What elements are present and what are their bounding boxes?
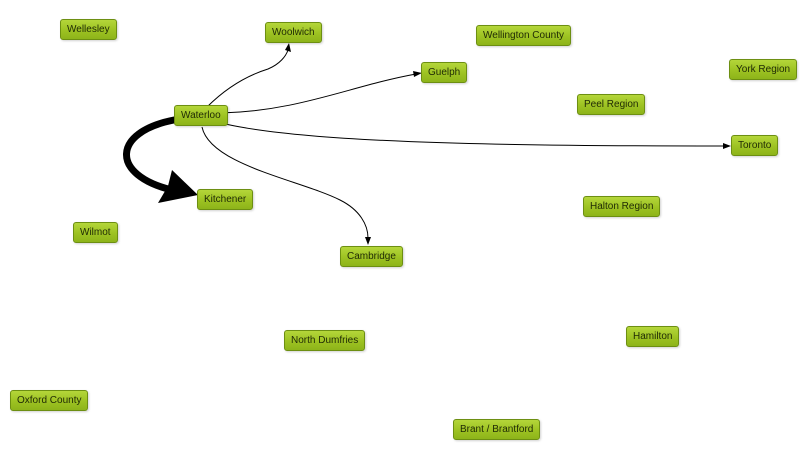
edge-waterloo-toronto [220,122,725,147]
node-oxford-county[interactable]: Oxford County [10,390,89,411]
edge-waterloo-guelph-arrowhead [413,71,422,77]
node-wellesley[interactable]: Wellesley [60,19,117,40]
node-guelph[interactable]: Guelph [421,62,468,83]
node-woolwich[interactable]: Woolwich [265,22,322,43]
node-brant-brantford[interactable]: Brant / Brantford [453,419,541,440]
node-cambridge[interactable]: Cambridge [340,246,403,267]
edge-waterloo-woolwich [206,49,289,108]
node-york-region[interactable]: York Region [729,59,798,80]
node-toronto[interactable]: Toronto [731,135,779,156]
node-hamilton[interactable]: Hamilton [626,326,680,347]
edge-waterloo-cambridge-arrowhead [365,237,371,245]
node-waterloo[interactable]: Waterloo [174,105,228,126]
edge-waterloo-cambridge [201,126,369,239]
edge-waterloo-guelph [220,73,417,114]
edge-waterloo-woolwich-arrowhead [285,43,291,52]
node-halton-region[interactable]: Halton Region [583,196,661,217]
edge-waterloo-kitchener [123,116,178,194]
node-kitchener[interactable]: Kitchener [197,189,254,210]
node-wellington-county[interactable]: Wellington County [476,25,571,46]
node-north-dumfries[interactable]: North Dumfries [284,330,366,351]
edge-waterloo-toronto-arrowhead [723,143,731,149]
node-wilmot[interactable]: Wilmot [73,222,118,243]
node-peel-region[interactable]: Peel Region [577,94,646,115]
edge-waterloo-kitchener-arrowhead [158,170,198,203]
